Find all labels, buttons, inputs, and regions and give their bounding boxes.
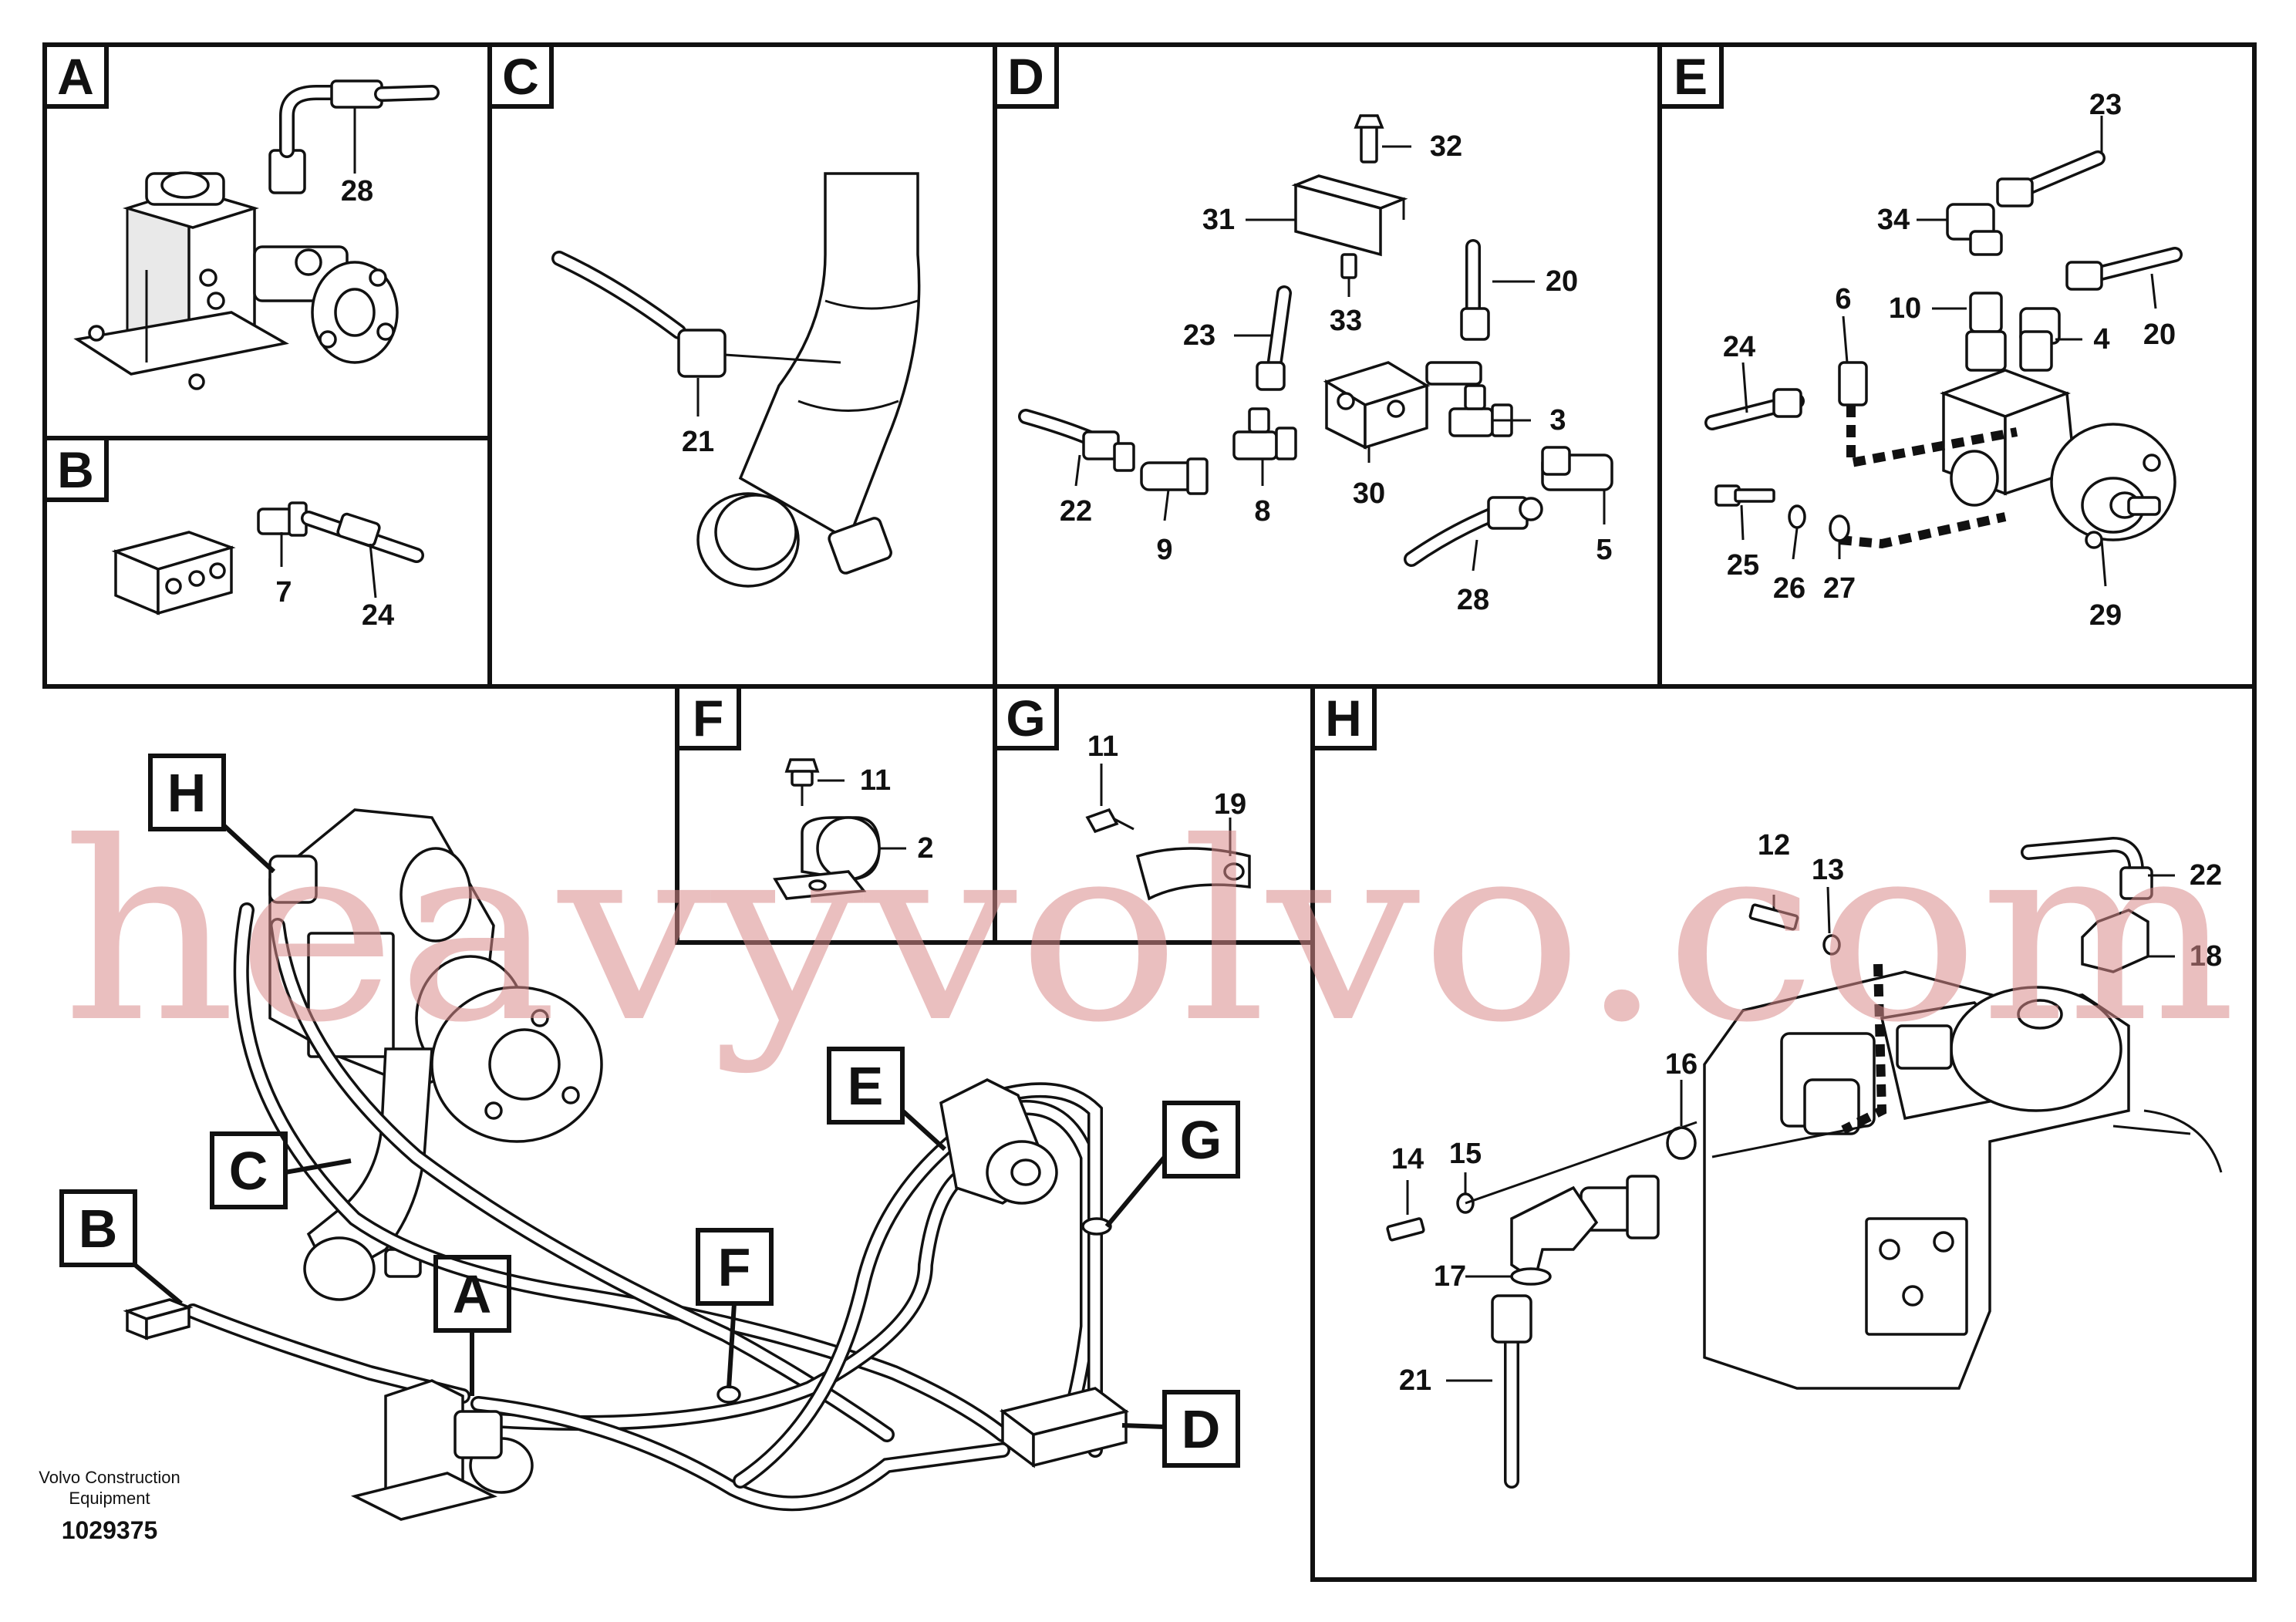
part-label-34: 34 — [1877, 204, 1910, 236]
part-label-3: 3 — [1549, 404, 1566, 437]
panel-b-letter: B — [57, 441, 94, 498]
panel-h-label-box — [1310, 684, 1377, 750]
panel-d: D — [993, 42, 1613, 616]
strap-drawing — [1085, 808, 1251, 901]
part-label-2: 2 — [917, 832, 933, 865]
panel-e: E — [1657, 42, 2183, 632]
part-label-16: 16 — [1665, 1048, 1698, 1081]
overview-callout-b: B — [79, 1199, 118, 1259]
panel-e-letter: E — [1674, 48, 1708, 105]
part-label-9: 9 — [1156, 534, 1172, 566]
panel-f-letter: F — [693, 690, 723, 747]
part-label-6: 6 — [1835, 283, 1851, 315]
part-label-18: 18 — [2190, 940, 2222, 973]
main-pump-drawing — [1386, 836, 2223, 1489]
block-drawing — [111, 501, 424, 615]
panel-c: C 21 — [487, 42, 921, 588]
panel-c-letter: C — [502, 48, 539, 105]
part-label-23: 23 — [1183, 319, 1215, 352]
part-label-31: 31 — [1202, 204, 1235, 236]
part-label-28: 28 — [341, 175, 373, 207]
company-line1: Volvo Construction — [39, 1468, 180, 1487]
gear-pump-drawing — [1704, 150, 2183, 549]
drawing-number: 1029375 — [62, 1516, 158, 1544]
part-label-27: 27 — [1823, 572, 1856, 605]
part-label-24: 24 — [362, 599, 394, 632]
part-label-28b: 28 — [1457, 584, 1489, 616]
part-label-7: 7 — [275, 576, 292, 609]
part-label-10: 10 — [1889, 292, 1921, 325]
panel-d-label-box — [993, 42, 1059, 109]
manifold-drawing — [1018, 114, 1613, 567]
part-label-8: 8 — [1254, 495, 1270, 528]
part-label-33: 33 — [1330, 305, 1362, 337]
part-label-19: 19 — [1214, 788, 1246, 821]
part-label-22h: 22 — [2190, 859, 2222, 892]
part-label-24e: 24 — [1723, 331, 1755, 363]
panel-g-letter: G — [1006, 690, 1045, 747]
panel-e-label-box — [1657, 42, 1724, 109]
overview-callouts: H C B A E F G D — [59, 754, 1240, 1468]
part-label-17: 17 — [1434, 1260, 1466, 1293]
part-label-12: 12 — [1758, 829, 1790, 862]
panel-b-label-box — [42, 436, 109, 502]
panel-c-label-box — [487, 42, 554, 109]
watermark-text: heavyvolvo.com — [62, 790, 2237, 1077]
overview-callout-a: A — [453, 1264, 492, 1324]
part-label-21: 21 — [682, 426, 714, 458]
part-label-14: 14 — [1391, 1143, 1424, 1175]
part-label-4: 4 — [2093, 323, 2109, 356]
part-label-26: 26 — [1773, 572, 1805, 605]
panel-a-letter: A — [57, 48, 94, 105]
part-label-25: 25 — [1727, 549, 1759, 582]
overview-callout-h: H — [167, 763, 207, 823]
valve-block-drawing — [73, 79, 440, 390]
part-label-11g: 11 — [1087, 730, 1118, 763]
overview-drawing — [123, 808, 1129, 1521]
part-label-21h: 21 — [1399, 1364, 1431, 1397]
part-label-22: 22 — [1060, 495, 1092, 528]
overview-callout-c: C — [229, 1141, 268, 1201]
part-label-13: 13 — [1812, 854, 1844, 886]
part-label-5: 5 — [1596, 534, 1612, 566]
overview-callout-g: G — [1180, 1110, 1222, 1170]
footer: Volvo Construction Equipment 1029375 — [39, 1468, 180, 1544]
part-label-32: 32 — [1430, 130, 1462, 163]
panel-f: F 11 2 — [675, 684, 934, 900]
part-label-23e: 23 — [2089, 89, 2122, 121]
overview-callout-f: F — [718, 1237, 751, 1297]
part-label-20e: 20 — [2143, 319, 2176, 351]
part-label-11f: 11 — [860, 764, 891, 797]
panel-g: G 11 19 — [993, 684, 1251, 901]
panel-a: A — [42, 42, 440, 390]
company-line2: Equipment — [69, 1489, 150, 1508]
panel-h: H — [1310, 684, 2223, 1489]
overview-callout-e: E — [848, 1056, 884, 1116]
panel-a-label-box — [42, 42, 109, 109]
part-label-30: 30 — [1353, 477, 1385, 510]
panel-h-letter: H — [1325, 690, 1362, 747]
overview-callout-d: D — [1182, 1399, 1221, 1459]
part-label-20: 20 — [1546, 265, 1578, 298]
panel-f-label-box — [675, 684, 741, 750]
panel-g-label-box — [993, 684, 1059, 750]
part-label-29: 29 — [2089, 599, 2122, 632]
suction-pipe-drawing — [551, 172, 921, 588]
panel-d-letter: D — [1007, 48, 1044, 105]
panel-b: B 7 24 — [42, 436, 424, 632]
part-label-15: 15 — [1449, 1138, 1482, 1170]
